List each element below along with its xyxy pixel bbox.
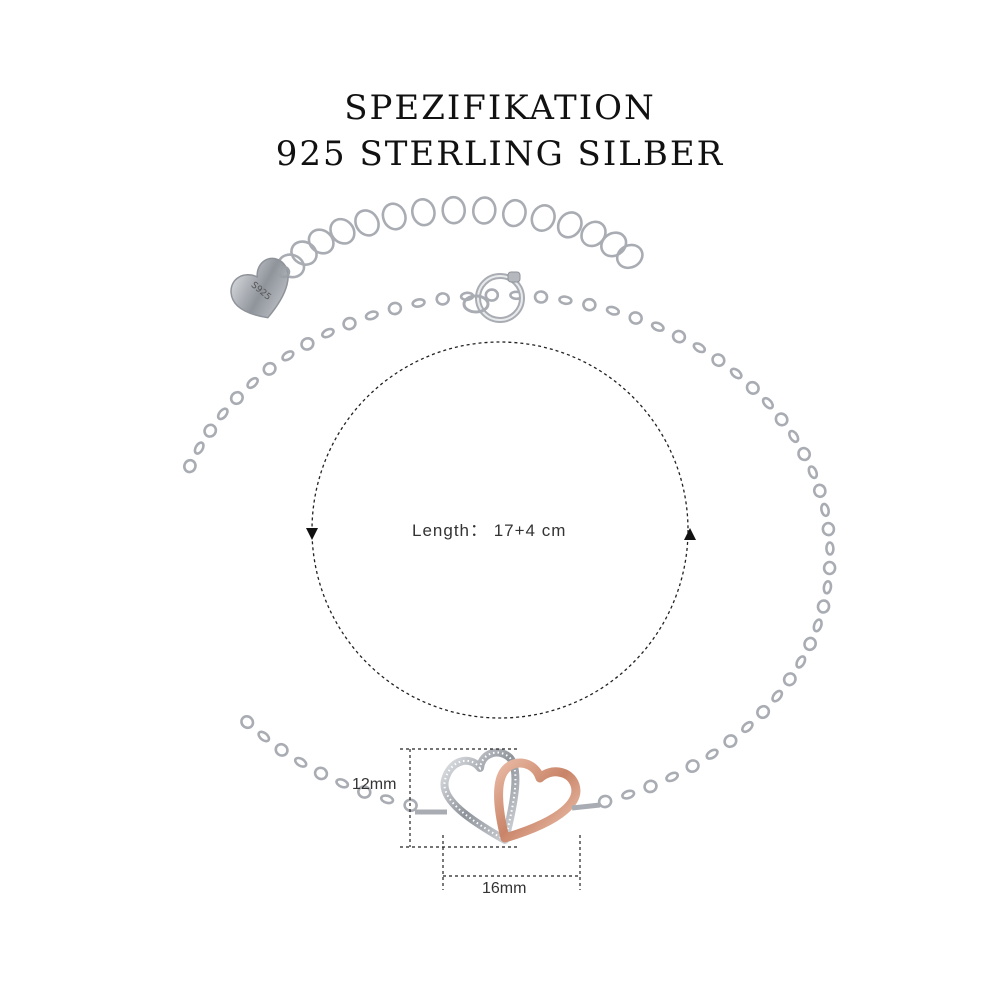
chain-link	[320, 327, 335, 339]
chain-link	[307, 228, 335, 255]
chain-link	[621, 789, 636, 800]
chain-link	[822, 560, 837, 576]
chain-link	[821, 521, 836, 537]
chain-link	[313, 766, 329, 781]
arrow-up-icon	[684, 528, 696, 540]
chain-link	[774, 412, 789, 427]
chain-link	[797, 446, 812, 462]
chain-link	[379, 794, 395, 805]
chain-link	[216, 407, 229, 421]
bracelet-chain	[183, 288, 837, 813]
chain-link	[441, 195, 467, 225]
extension-chain	[277, 195, 644, 279]
chain-link	[807, 465, 819, 480]
chain-link	[816, 599, 831, 614]
chain-link	[183, 458, 197, 474]
chain-link	[558, 295, 573, 306]
title-line-2: 925 STERLING SILBER	[275, 134, 725, 174]
chain-link	[812, 618, 823, 633]
silver-heart-pendant	[440, 748, 520, 844]
chain-link	[711, 353, 726, 368]
chain-link	[533, 290, 549, 304]
chain-link	[685, 759, 700, 774]
chain-link	[364, 310, 379, 321]
height-label: 12mm	[352, 776, 397, 793]
chain-link	[435, 292, 450, 306]
chain-link	[240, 715, 255, 730]
chain-link	[643, 779, 658, 794]
title-line-1: SPEZIFIKATION	[344, 88, 656, 128]
chain-link	[471, 196, 497, 225]
chain-link	[293, 756, 308, 768]
dimension-guides	[400, 748, 581, 890]
chain-link	[246, 376, 259, 390]
chain-link	[723, 734, 738, 749]
chain-link	[729, 367, 743, 380]
chain-link	[771, 689, 784, 703]
chain-link	[257, 730, 271, 743]
chain-link	[229, 390, 244, 406]
chain-link	[556, 211, 583, 239]
chain-link	[741, 720, 754, 734]
chain-link	[357, 785, 372, 799]
chain-link	[582, 297, 597, 312]
chain-link	[203, 423, 218, 438]
chain-link	[705, 748, 719, 760]
chain-link	[671, 329, 687, 344]
chain-link	[274, 742, 289, 757]
chain-link	[825, 541, 835, 556]
chain-link	[615, 243, 644, 270]
chain-link	[822, 580, 833, 595]
chain-link	[820, 502, 830, 518]
chain-link	[411, 298, 426, 308]
chain-link	[761, 396, 775, 410]
chain-link	[484, 288, 500, 302]
chain-link	[756, 704, 771, 720]
chain-link	[329, 217, 356, 245]
chain-link	[650, 321, 665, 332]
chain-link	[628, 311, 643, 325]
chain-link	[803, 636, 817, 652]
arrow-down-icon	[306, 528, 318, 540]
chain-link	[262, 361, 277, 376]
chain-link	[335, 778, 350, 789]
heart-tag: S925	[230, 257, 291, 319]
spring-ring-clasp	[462, 271, 525, 323]
pendant-connector-right	[571, 802, 601, 811]
width-label: 16mm	[482, 880, 527, 897]
chain-link	[290, 240, 318, 266]
chain-link	[692, 342, 707, 354]
chain-link	[381, 202, 407, 231]
chain-link	[193, 441, 205, 455]
chain-link	[782, 672, 797, 687]
chain-link	[530, 204, 556, 232]
chain-link	[812, 483, 827, 499]
chain-link	[342, 316, 357, 331]
chain-link	[387, 301, 403, 316]
chain-link	[745, 380, 760, 395]
chain-link	[501, 198, 527, 228]
chain-link	[300, 336, 315, 351]
rose-gold-heart-pendant	[494, 758, 581, 843]
chain-link	[795, 655, 807, 669]
chain-link	[281, 350, 295, 362]
chain-link	[600, 231, 628, 258]
chain-link	[665, 771, 680, 783]
chain-link	[410, 197, 436, 227]
length-label: Length： 17+4 cm	[412, 521, 567, 540]
chain-link	[605, 305, 621, 316]
chain-link	[354, 209, 380, 237]
chain-link	[788, 429, 800, 444]
